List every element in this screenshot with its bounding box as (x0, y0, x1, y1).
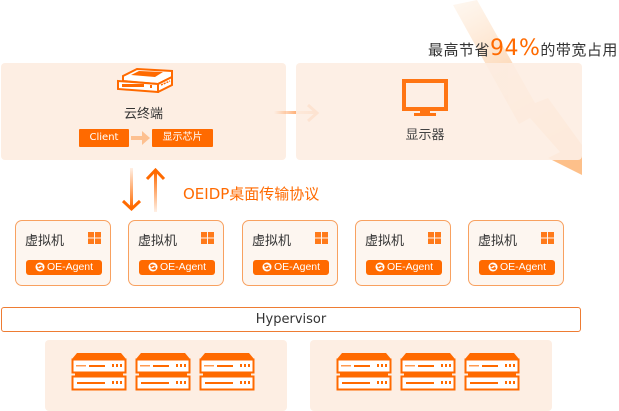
cloud-terminal-label: 云终端 (123, 107, 163, 122)
windows-icon (88, 232, 101, 244)
windows-icon (315, 232, 328, 244)
server-stack-icon (135, 352, 191, 394)
server-group-panel (45, 340, 287, 411)
vm-card[interactable]: 虚拟机 OE-Agent (355, 220, 451, 286)
vm-label: 虚拟机 (138, 234, 178, 249)
agent-logo-icon (375, 262, 385, 272)
agent-logo-icon (488, 262, 498, 272)
agent-label: OE-Agent (159, 261, 207, 273)
protocol-arrows-icon (121, 167, 166, 212)
headline-suffix: 的带宽占用 (540, 41, 618, 59)
agent-badge: OE-Agent (479, 260, 555, 275)
agent-label: OE-Agent (386, 261, 434, 273)
server-stack-icon (71, 352, 127, 394)
agent-badge: OE-Agent (253, 260, 329, 275)
agent-label: OE-Agent (46, 261, 94, 273)
display-label: 显示器 (405, 128, 445, 143)
agent-label: OE-Agent (499, 261, 547, 273)
flow-arrow-icon (131, 131, 150, 145)
agent-label: OE-Agent (273, 261, 321, 273)
windows-icon (201, 232, 214, 244)
server-stack-icon (336, 352, 392, 394)
vm-label: 虚拟机 (365, 234, 405, 249)
windows-icon (541, 232, 554, 244)
vm-label: 虚拟机 (25, 234, 65, 249)
cloud-terminal-panel: 云终端 Client 显示芯片 (1, 63, 286, 160)
agent-badge: OE-Agent (26, 260, 102, 275)
server-stack-icon (464, 352, 520, 394)
display-chip: 显示芯片 (152, 129, 213, 147)
vm-card[interactable]: 虚拟机 OE-Agent (242, 220, 338, 286)
headline-percent: 94% (490, 36, 541, 61)
thin-client-device-icon (117, 67, 173, 93)
agent-badge: OE-Agent (139, 260, 215, 275)
windows-icon (428, 232, 441, 244)
headline-prefix: 最高节省 (428, 41, 491, 59)
agent-logo-icon (262, 262, 272, 272)
monitor-icon (402, 79, 448, 116)
hypervisor-bar: Hypervisor (1, 307, 581, 332)
vm-label: 虚拟机 (252, 234, 292, 249)
vm-card[interactable]: 虚拟机 OE-Agent (15, 220, 111, 286)
vm-card[interactable]: 虚拟机 OE-Agent (128, 220, 224, 286)
agent-badge: OE-Agent (366, 260, 442, 275)
server-stack-icon (199, 352, 255, 394)
server-group-panel (310, 340, 552, 411)
agent-logo-icon (35, 262, 45, 272)
client-chip: Client (79, 129, 129, 147)
protocol-label: OEIDP桌面传输协议 (183, 185, 320, 203)
server-stack-icon (400, 352, 456, 394)
bandwidth-saving-headline: 最高节省94%的带宽占用 (428, 36, 618, 61)
display-panel: 显示器 (296, 63, 582, 160)
agent-logo-icon (148, 262, 158, 272)
vm-label: 虚拟机 (478, 234, 518, 249)
vm-card[interactable]: 虚拟机 OE-Agent (468, 220, 564, 286)
